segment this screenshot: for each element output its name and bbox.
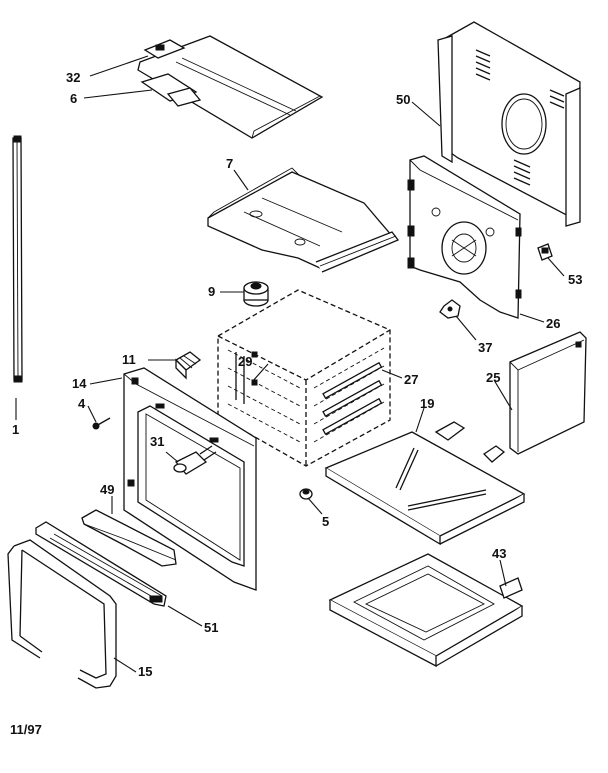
part-5-knob: [299, 488, 313, 500]
part-25-side-panel: [509, 331, 587, 455]
callout-5: 5: [322, 514, 329, 529]
callout-32: 32: [66, 70, 80, 85]
callout-15: 15: [138, 664, 152, 679]
callout-31: 31: [150, 434, 164, 449]
part-29-wiring-strip: [235, 351, 258, 404]
callout-53: 53: [568, 272, 582, 287]
part-49-trim-strip: [81, 509, 177, 567]
part-1-vertical-strip: [12, 135, 23, 383]
callout-6: 6: [70, 91, 77, 106]
callout-14: 14: [72, 376, 87, 391]
callout-9: 9: [208, 284, 215, 299]
part-19-shelf: [324, 421, 526, 546]
vent-slots-top: [475, 49, 565, 109]
part-32-bracket: [143, 39, 186, 59]
part-53-clip: [537, 243, 553, 261]
leader-lines: [15, 55, 565, 673]
footer-date-code: 11/97: [10, 722, 42, 737]
part-14-front-frame: [123, 367, 257, 591]
part-11-connector: [174, 351, 202, 380]
callout-37: 37: [478, 340, 492, 355]
callout-4: 4: [78, 396, 86, 411]
part-51-vent-trim: [35, 521, 167, 607]
part-27-oven-cavity: [217, 289, 391, 467]
vent-slots-bottom: [513, 159, 531, 186]
rack-supports-right: [322, 361, 383, 436]
callout-43: 43: [492, 546, 506, 561]
callout-27: 27: [404, 372, 418, 387]
callout-11: 11: [122, 352, 136, 367]
part-31-light-socket: [173, 445, 217, 475]
callout-49: 49: [100, 482, 114, 497]
part-6-top-panel: [137, 35, 324, 139]
callout-25: 25: [486, 370, 500, 385]
callout-51: 51: [204, 620, 218, 635]
callout-19: 19: [420, 396, 434, 411]
callout-50: 50: [396, 92, 410, 107]
part-9-thermostat: [243, 281, 269, 307]
part-43-broiler-pan: [328, 553, 524, 668]
callout-labels: 32 6 50 7 9 53 26 37 11 29 14 27 25 4 19…: [12, 70, 582, 679]
part-50-rear-panel: [437, 21, 581, 227]
callout-1: 1: [12, 422, 19, 437]
callout-29: 29: [238, 354, 252, 369]
part-37-fan-blade: [439, 299, 461, 319]
part-15-door-gasket: [7, 539, 117, 689]
callout-7: 7: [226, 156, 233, 171]
callout-26: 26: [546, 316, 560, 331]
part-7-reinforcement: [207, 167, 400, 273]
part-26-rear-liner: [407, 155, 522, 319]
part-4-screw: [92, 417, 111, 430]
